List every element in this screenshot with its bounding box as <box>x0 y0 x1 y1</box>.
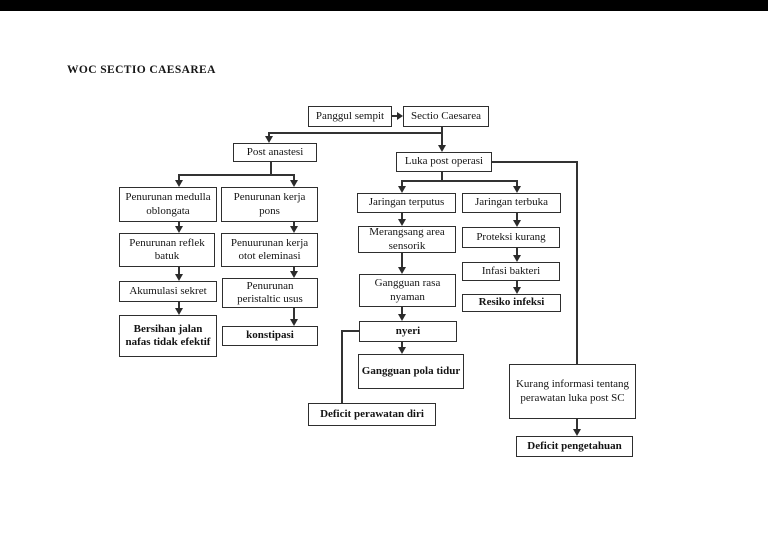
node-luka-post-operasi: Luka post operasi <box>396 152 492 172</box>
arrowhead-down-icon <box>438 145 446 152</box>
node-penurunan-medulla-oblongata: Penurunan medulla oblongata <box>119 187 217 222</box>
node-bersihan-jalan-nafas-tidak-efektif: Bersihan jalan nafas tidak efektif <box>119 315 217 357</box>
node-deficit-perawatan-diri: Deficit perawatan diri <box>308 403 436 426</box>
node-jaringan-terbuka: Jaringan terbuka <box>462 193 561 213</box>
arrowhead-down-icon <box>398 267 406 274</box>
arrowhead-down-icon <box>398 186 406 193</box>
arrowhead-down-icon <box>290 319 298 326</box>
arrowhead-down-icon <box>175 274 183 281</box>
page-title: WOC SECTIO CAESAREA <box>67 64 216 76</box>
connector-line <box>178 176 180 180</box>
node-penurunan-reflek-batuk: Penurunan reflek batuk <box>119 233 215 267</box>
connector-line <box>401 307 403 314</box>
node-infasi-bakteri: Infasi bakteri <box>462 262 560 281</box>
connector-line <box>401 253 403 267</box>
connector-line <box>178 267 180 274</box>
connector-line <box>576 161 578 365</box>
connector-line <box>341 330 343 403</box>
arrowhead-down-icon <box>513 220 521 227</box>
connector-line <box>401 342 403 347</box>
connector-line <box>270 162 272 174</box>
connector-line <box>492 161 578 163</box>
arrowhead-down-icon <box>290 271 298 278</box>
node-sectio-caesarea: Sectio Caesarea <box>403 106 489 127</box>
node-gangguan-pola-tidur: Gangguan pola tidur <box>358 354 464 389</box>
connector-line <box>401 213 403 219</box>
node-penuurunan-kerja-otot-eleminasi: Penuurunan kerja otot eleminasi <box>221 233 318 267</box>
arrowhead-right-icon <box>397 112 403 120</box>
connector-line <box>392 115 398 117</box>
connector-line <box>516 213 518 220</box>
connector-line <box>178 174 295 176</box>
node-penurunan-kerja-pons: Penurunan kerja pons <box>221 187 318 222</box>
connector-line <box>516 281 518 287</box>
connector-line <box>516 182 518 186</box>
node-konstipasi: konstipasi <box>222 326 318 346</box>
connector-line <box>293 176 295 180</box>
arrowhead-down-icon <box>265 136 273 143</box>
connector-line <box>178 222 180 226</box>
node-kurang-informasi-perawatan-luka: Kurang informasi tentang perawatan luka … <box>509 364 636 419</box>
node-resiko-infeksi: Resiko infeksi <box>462 294 561 312</box>
node-akumulasi-sekret: Akumulasi sekret <box>119 281 217 302</box>
connector-line <box>178 302 180 308</box>
connector-line <box>268 134 270 136</box>
connector-line <box>516 248 518 255</box>
connector-line <box>401 180 518 182</box>
top-black-bar <box>0 0 768 11</box>
connector-line <box>441 127 443 145</box>
connector-line <box>441 172 443 180</box>
arrowhead-down-icon <box>175 308 183 315</box>
node-penurunan-peristaltic-usus: Penurunan peristaltic usus <box>222 278 318 308</box>
connector-line <box>576 419 578 429</box>
arrowhead-down-icon <box>513 287 521 294</box>
node-proteksi-kurang: Proteksi kurang <box>462 227 560 248</box>
node-nyeri: nyeri <box>359 321 457 342</box>
connector-line <box>293 222 295 226</box>
arrowhead-down-icon <box>513 186 521 193</box>
connector-line <box>293 267 295 271</box>
connector-line <box>268 132 443 134</box>
node-deficit-pengetahuan: Deficit pengetahuan <box>516 436 633 457</box>
arrowhead-down-icon <box>513 255 521 262</box>
arrowhead-down-icon <box>398 314 406 321</box>
arrowhead-down-icon <box>290 226 298 233</box>
arrowhead-down-icon <box>398 347 406 354</box>
arrowhead-down-icon <box>175 226 183 233</box>
connector-line <box>341 330 359 332</box>
arrowhead-down-icon <box>175 180 183 187</box>
connector-line <box>293 308 295 319</box>
node-merangsang-area-sensorik: Merangsang area sensorik <box>358 226 456 253</box>
connector-line <box>401 182 403 186</box>
arrowhead-down-icon <box>398 219 406 226</box>
arrowhead-down-icon <box>290 180 298 187</box>
node-post-anastesi: Post anastesi <box>233 143 317 162</box>
node-jaringan-terputus: Jaringan terputus <box>357 193 456 213</box>
arrowhead-down-icon <box>573 429 581 436</box>
node-gangguan-rasa-nyaman: Gangguan rasa nyaman <box>359 274 456 307</box>
node-panggul-sempit: Panggul sempit <box>308 106 392 127</box>
